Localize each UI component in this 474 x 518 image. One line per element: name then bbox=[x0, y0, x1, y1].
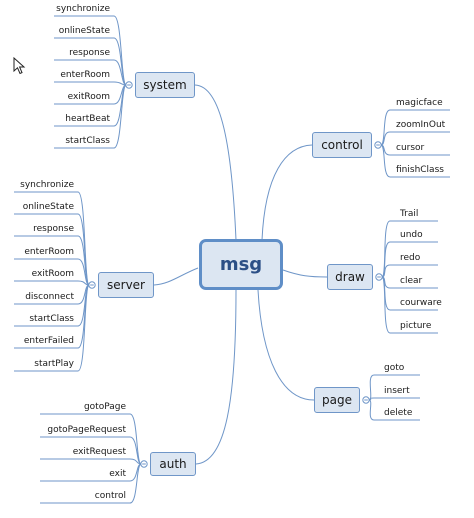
control-edge-3 bbox=[380, 144, 391, 178]
leaf-server-startPlay[interactable]: startPlay bbox=[34, 359, 74, 369]
leaf-system-enterRoom[interactable]: enterRoom bbox=[60, 70, 110, 80]
leaf-system-synchronize[interactable]: synchronize bbox=[56, 4, 110, 14]
branch-page[interactable]: page bbox=[314, 387, 360, 413]
leaf-draw-clear[interactable]: clear bbox=[400, 276, 423, 286]
leaf-system-heartBeat[interactable]: heartBeat bbox=[65, 114, 110, 124]
root-label: msg bbox=[219, 254, 263, 275]
leaf-auth-exitRequest[interactable]: exitRequest bbox=[72, 447, 126, 457]
leaf-control-magicface[interactable]: magicface bbox=[396, 98, 443, 108]
branch-label-system: system bbox=[143, 78, 187, 92]
edge-root-page bbox=[257, 289, 315, 401]
edge-root-server bbox=[153, 267, 199, 286]
leaf-system-response[interactable]: response bbox=[69, 48, 110, 58]
leaf-control-zoomInOut[interactable]: zoomInOut bbox=[396, 120, 446, 130]
server-edge-3 bbox=[77, 258, 90, 286]
leaf-draw-Trail[interactable]: Trail bbox=[400, 209, 419, 219]
branch-label-server: server bbox=[107, 278, 145, 292]
leaf-draw-undo[interactable]: undo bbox=[400, 230, 423, 240]
draw-edge-5 bbox=[381, 276, 391, 334]
branch-label-page: page bbox=[322, 393, 352, 407]
leaf-server-enterFailed[interactable]: enterFailed bbox=[23, 336, 74, 346]
leaf-page-delete[interactable]: delete bbox=[384, 408, 413, 418]
leaf-server-disconnect[interactable]: disconnect bbox=[25, 292, 74, 302]
leaf-control-finishClass[interactable]: finishClass bbox=[396, 165, 444, 175]
leaf-auth-exit[interactable]: exit bbox=[109, 469, 126, 479]
branch-server[interactable]: server bbox=[98, 272, 154, 298]
leaf-auth-control[interactable]: control bbox=[94, 491, 126, 501]
leaf-system-exitRoom[interactable]: exitRoom bbox=[67, 92, 110, 102]
system-edge-6 bbox=[113, 84, 127, 149]
leaf-server-exitRoom[interactable]: exitRoom bbox=[31, 269, 74, 279]
leaf-draw-redo[interactable]: redo bbox=[400, 253, 421, 263]
system-edge-2 bbox=[113, 59, 127, 86]
branch-label-auth: auth bbox=[159, 457, 187, 471]
control-edge-0 bbox=[380, 109, 391, 146]
leaf-auth-gotoPage[interactable]: gotoPage bbox=[83, 402, 126, 412]
branch-auth[interactable]: auth bbox=[150, 452, 196, 476]
branch-draw[interactable]: draw bbox=[327, 264, 373, 290]
branch-control[interactable]: control bbox=[312, 132, 372, 158]
page-edge-2 bbox=[368, 399, 375, 421]
leaf-auth-gotoPageRequest[interactable]: gotoPageRequest bbox=[47, 425, 126, 435]
root-node-msg[interactable]: msg bbox=[199, 239, 283, 290]
edge-root-system bbox=[194, 84, 237, 241]
leaf-page-insert[interactable]: insert bbox=[384, 386, 410, 396]
mouse-pointer-icon bbox=[13, 57, 26, 75]
leaf-server-synchronize[interactable]: synchronize bbox=[20, 180, 74, 190]
leaf-page-goto[interactable]: goto bbox=[384, 363, 405, 373]
auth-edge-4 bbox=[129, 463, 142, 504]
branch-label-draw: draw bbox=[335, 270, 365, 284]
page-edge-0 bbox=[368, 374, 375, 401]
branch-system[interactable]: system bbox=[135, 72, 195, 98]
branch-label-control: control bbox=[321, 138, 363, 152]
leaf-draw-picture[interactable]: picture bbox=[400, 321, 432, 331]
leaf-draw-courware[interactable]: courware bbox=[400, 298, 442, 308]
auth-edge-0 bbox=[129, 413, 142, 465]
leaf-server-startClass[interactable]: startClass bbox=[29, 314, 74, 324]
leaf-server-enterRoom[interactable]: enterRoom bbox=[24, 247, 74, 257]
leaf-server-onlineState[interactable]: onlineState bbox=[22, 202, 74, 212]
draw-edge-1 bbox=[381, 241, 391, 278]
edge-root-control bbox=[261, 144, 313, 241]
leaf-control-cursor[interactable]: cursor bbox=[396, 143, 425, 153]
edge-root-draw bbox=[282, 269, 328, 278]
leaf-server-response[interactable]: response bbox=[33, 224, 74, 234]
draw-edge-2 bbox=[381, 264, 391, 278]
leaf-system-startClass[interactable]: startClass bbox=[65, 136, 110, 146]
control-edge-1 bbox=[380, 131, 391, 146]
auth-edge-1 bbox=[129, 436, 142, 465]
server-edge-8 bbox=[77, 284, 90, 372]
draw-edge-4 bbox=[381, 276, 391, 311]
edge-root-auth bbox=[195, 289, 237, 465]
leaf-system-onlineState[interactable]: onlineState bbox=[58, 26, 110, 36]
